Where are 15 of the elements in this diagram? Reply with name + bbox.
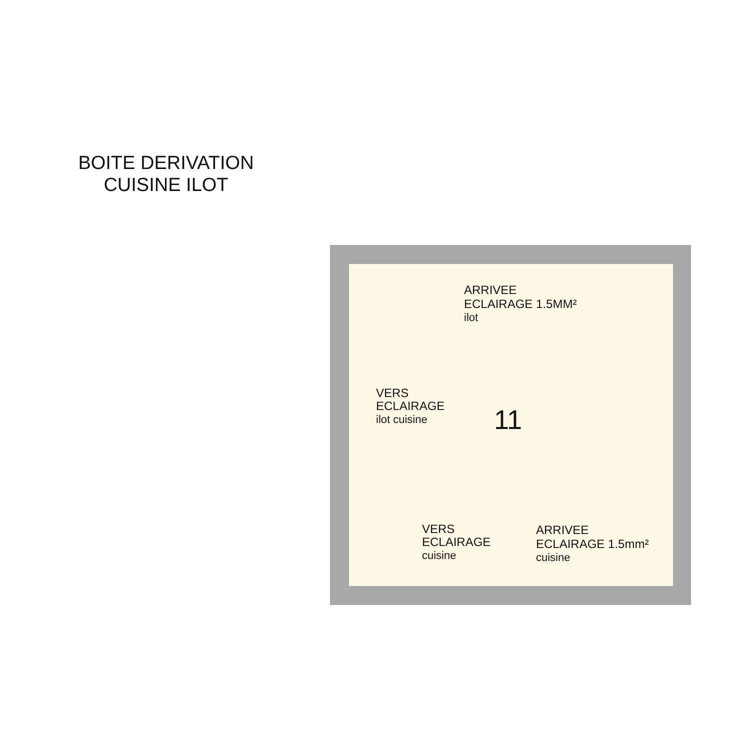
room-number: 11 — [494, 405, 522, 435]
annotation-text: ARRIVEE — [536, 524, 589, 537]
room-wall — [330, 245, 691, 605]
annotation-text: VERS — [422, 523, 455, 536]
annotation-text: cuisine — [422, 550, 456, 563]
annotation-text: cuisine — [536, 552, 570, 565]
annotation-text: ECLAIRAGE — [376, 400, 445, 413]
annotation-text: ilot cuisine — [376, 414, 428, 427]
annotation-text: ECLAIRAGE 1.5MM² — [464, 298, 577, 311]
annotation-text: ECLAIRAGE 1.5mm² — [536, 538, 649, 551]
annotation-text: ilot — [464, 312, 478, 325]
annotation-text: ECLAIRAGE — [422, 536, 491, 549]
diagram-title: BOITE DERIVATION CUISINE ILOT — [77, 153, 255, 197]
annotation-text: VERS — [376, 387, 409, 400]
annotation-text: ARRIVEE — [464, 284, 517, 297]
